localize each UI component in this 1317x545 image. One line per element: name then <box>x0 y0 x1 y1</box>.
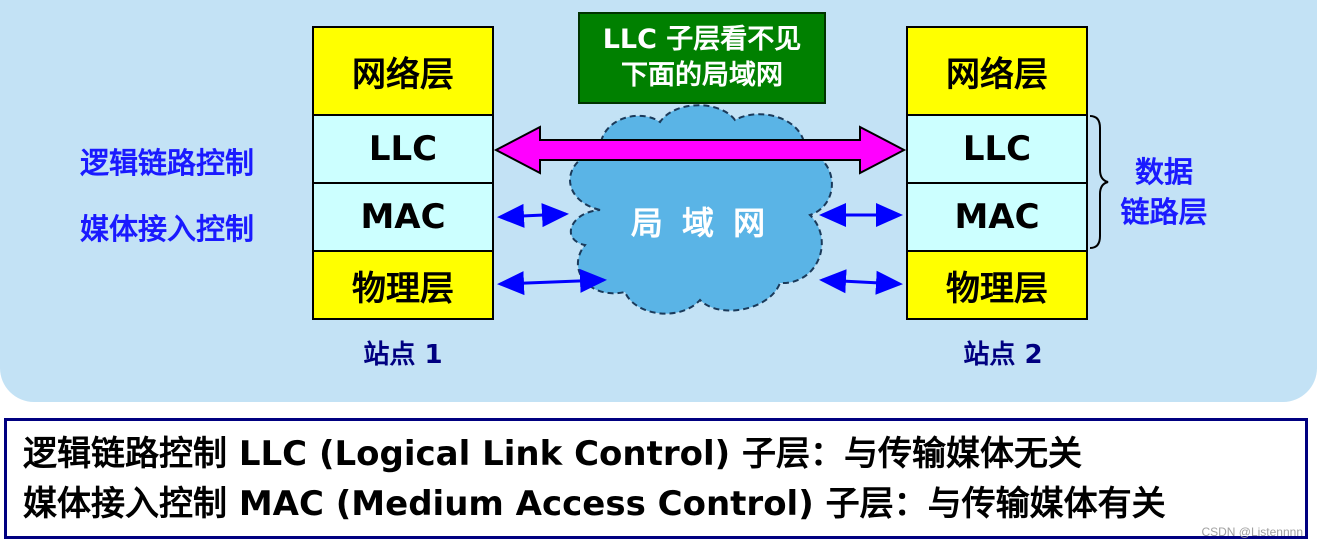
site1-physical-layer: 物理层 <box>312 250 494 320</box>
watermark: CSDN @Listennnn <box>1201 525 1303 539</box>
data-link-brace <box>1089 115 1109 249</box>
data-link-label-line-1: 数据 <box>1134 155 1193 189</box>
site2-label: 站点 2 <box>963 340 1043 370</box>
site1-network-layer: 网络层 <box>312 26 494 116</box>
site1-mac-layer: MAC <box>312 182 494 252</box>
mac-arrow-left <box>497 203 569 228</box>
lan-cloud-label: 局 域 网 <box>630 204 770 242</box>
llc-side-label: 逻辑链路控制 <box>80 146 255 180</box>
callout-line-2: 下面的局域网 <box>621 60 783 91</box>
site2-mac-layer: MAC <box>906 182 1088 252</box>
summary-mac-line: 媒体接入控制 MAC (Medium Access Control) 子层：与传… <box>23 484 1166 524</box>
mac-side-label: 媒体接入控制 <box>80 212 255 246</box>
llc-peer-arrow <box>493 125 907 175</box>
phy-arrow-left <box>497 268 607 296</box>
data-link-layer-label: 数据 链路层 <box>1106 152 1222 232</box>
summary-llc-line: 逻辑链路控制 LLC (Logical Link Control) 子层：与传输… <box>23 434 1082 474</box>
diagram-graphics <box>493 104 1109 315</box>
site1-label: 站点 1 <box>363 340 443 370</box>
data-link-label-line-2: 链路层 <box>1120 195 1208 229</box>
site2-llc-layer: LLC <box>906 114 1088 184</box>
site2-network-layer: 网络层 <box>906 26 1088 116</box>
llc-callout: LLC 子层看不见 下面的局域网 <box>578 12 826 104</box>
callout-line-1: LLC 子层看不见 <box>602 24 802 55</box>
phy-arrow-right <box>819 269 903 295</box>
site2-physical-layer: 物理层 <box>906 250 1088 320</box>
summary-box: 逻辑链路控制 LLC (Logical Link Control) 子层：与传输… <box>4 418 1308 539</box>
site1-llc-layer: LLC <box>312 114 494 184</box>
